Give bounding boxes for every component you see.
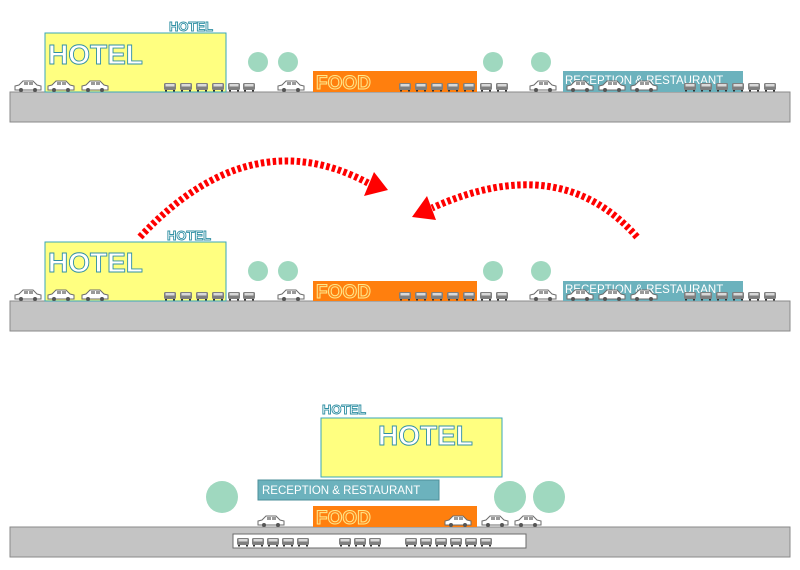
hotel-block (44, 32, 227, 93)
panel-relocation: HOTEL HOTEL FOOD RECEPTION & RESTAURANT (9, 157, 791, 332)
tree (533, 481, 565, 513)
hotel-small-label: HOTEL (167, 228, 211, 243)
food-label: FOOD (316, 73, 371, 94)
reception-block (257, 479, 440, 501)
hotel-large-label: HOTEL (378, 420, 473, 451)
tree (531, 52, 551, 72)
tree (206, 481, 238, 513)
arc-arrow-left-to-center (137, 157, 388, 240)
tree (278, 52, 298, 72)
tree (248, 52, 268, 72)
hotel-block (44, 241, 227, 302)
arc-arrow-right-to-center (412, 181, 640, 240)
hotel-large-label: HOTEL (48, 247, 143, 278)
tree (483, 261, 503, 281)
food-label: FOOD (316, 282, 371, 303)
tree (494, 481, 526, 513)
hotel-small-label: HOTEL (169, 19, 213, 34)
ground-strip (9, 300, 791, 332)
food-block (313, 506, 477, 527)
hotel-block (320, 417, 503, 478)
ground-strip (9, 91, 791, 123)
food-label: FOOD (316, 508, 371, 529)
tree (531, 261, 551, 281)
panel-stacked-proposal: FOOD RECEPTION & RESTAURANT HOTEL HOTEL (9, 402, 791, 558)
reception-label: RECEPTION & RESTAURANT (262, 485, 420, 497)
hotel-small-label: HOTEL (322, 402, 366, 417)
tree (248, 261, 268, 281)
hotel-large-label: HOTEL (48, 39, 143, 70)
tree (278, 261, 298, 281)
tree (483, 52, 503, 72)
panel-current-layout: HOTEL HOTEL FOOD RECEPTION & RESTAURANT (9, 19, 791, 123)
